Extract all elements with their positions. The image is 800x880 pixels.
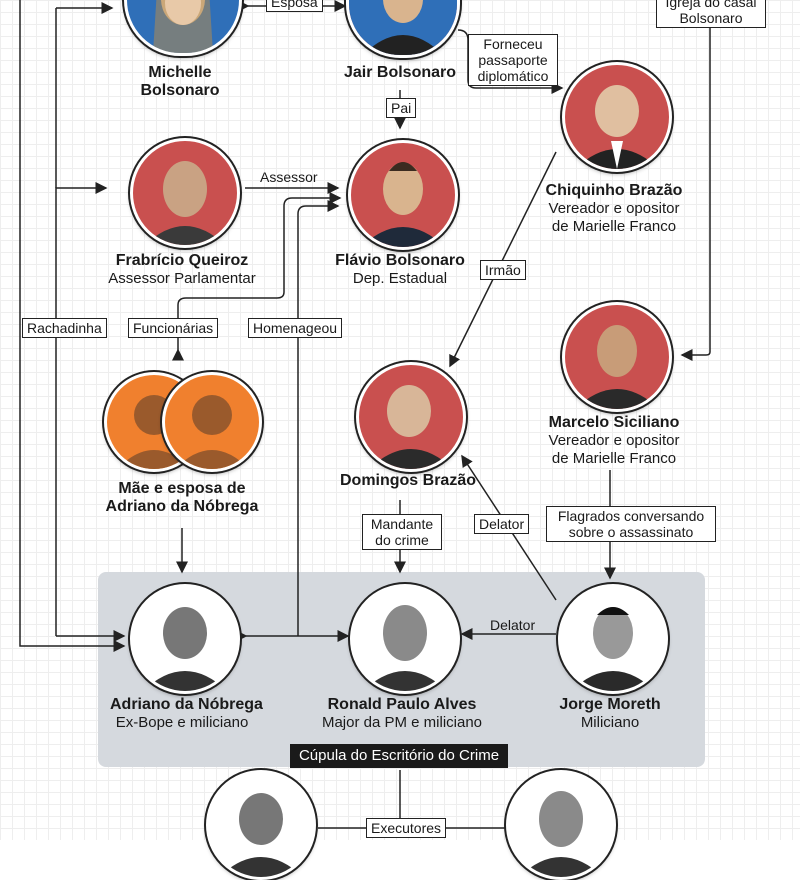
tag-forneceu: Forneceu passaporte diplomático [468, 34, 558, 86]
link-igreja [680, 28, 711, 361]
link-homenageou [297, 200, 340, 636]
man-portrait-icon [571, 607, 655, 691]
flavio-photo [348, 140, 458, 250]
marcelo-role: Vereador e opositor de Marielle Franco [548, 432, 680, 467]
man-portrait-icon [361, 162, 445, 247]
jair-name: Jair Bolsonaro [343, 64, 457, 81]
tag-rachadinha: Rachadinha [22, 318, 107, 338]
tag-delator-2: Delator [490, 617, 536, 633]
tag-irmao: Irmão [480, 260, 526, 280]
flavio-name: Flávio Bolsonaro [335, 252, 465, 269]
link-irmao [449, 151, 557, 368]
chiquinho-role: Vereador e opositor de Marielle Franco [548, 200, 680, 235]
man-portrait-icon [219, 793, 303, 877]
link-rachadinha [55, 182, 108, 636]
adriano-photo [130, 584, 240, 694]
jorge-photo [558, 584, 668, 694]
queiroz-name: Frabrício Queiroz [115, 252, 249, 269]
tag-flagrados: Flagrados conversando sobre o assassinat… [546, 506, 716, 542]
tag-assessor: Assessor [260, 169, 318, 185]
man-portrait-icon [363, 605, 447, 691]
queiroz-role: Assessor Parlamentar [108, 270, 256, 287]
flavio-role: Dep. Estadual [352, 270, 448, 287]
ronald-name: Ronald Paulo Alves [327, 696, 477, 713]
tag-igreja: Igreja do casal Bolsonaro [656, 0, 766, 28]
cupula-label: Cúpula do Escritório do Crime [290, 744, 508, 768]
tag-homenageou: Homenageou [248, 318, 343, 338]
person-silhouette-icon [175, 395, 249, 469]
tag-mandante: Mandante do crime [362, 514, 442, 550]
tag-pai: Pai [386, 98, 417, 118]
man-portrait-icon [575, 325, 659, 409]
man-portrait-icon [575, 85, 659, 169]
domingos-photo [356, 362, 466, 472]
chiquinho-name: Chiquinho Brazão [545, 182, 683, 199]
executor-2-photo [506, 770, 616, 880]
link-funcionarias [172, 192, 342, 361]
woman-portrait-icon [153, 0, 213, 53]
domingos-name: Domingos Brazão [339, 472, 476, 489]
man-portrait-icon [369, 385, 453, 469]
marcelo-photo [562, 302, 672, 412]
chiquinho-photo [562, 62, 672, 172]
queiroz-photo [130, 138, 240, 248]
jorge-name: Jorge Moreth [559, 696, 661, 713]
man-portrait-icon [143, 607, 227, 691]
tag-funcionarias: Funcionárias [128, 318, 219, 338]
man-portrait-icon [145, 161, 225, 245]
marcelo-name: Marcelo Siciliano [548, 414, 680, 431]
man-portrait-icon [519, 791, 603, 877]
tag-esposa: Esposa [266, 0, 323, 12]
ronald-photo [350, 584, 460, 694]
tag-delator-1: Delator [474, 514, 530, 534]
maes-name: Mãe e esposa de Adriano da Nóbrega [105, 480, 259, 515]
esposa-silhouette [162, 372, 262, 472]
jorge-role: Miliciano [580, 714, 640, 731]
adriano-name: Adriano da Nóbrega [110, 696, 263, 713]
ronald-role: Major da PM e miliciano [321, 714, 483, 731]
tag-executores: Executores [366, 818, 447, 838]
executor-1-photo [206, 770, 316, 880]
michelle-name: Michelle Bolsonaro [140, 64, 220, 99]
adriano-role: Ex-Bope e miliciano [115, 714, 249, 731]
